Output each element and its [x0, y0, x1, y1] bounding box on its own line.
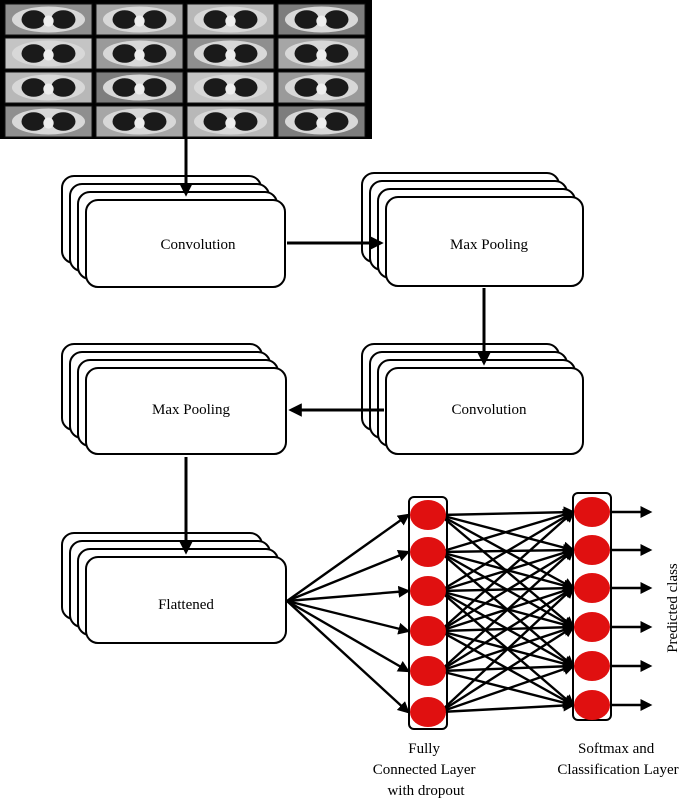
pool2-stack	[61, 343, 287, 455]
predicted-class-label: Predicted class	[665, 563, 681, 653]
ct-scan-tile	[95, 3, 184, 36]
fc-neurons	[410, 500, 446, 727]
softmax-neuron	[574, 651, 610, 681]
flatten-to-fc-edge	[286, 599, 411, 673]
softmax-neuron	[574, 612, 610, 642]
softmax-neuron	[574, 690, 610, 720]
ct-scan-tile	[4, 71, 93, 104]
fc-to-softmax-edge	[439, 625, 576, 714]
network-connections	[286, 513, 411, 714]
ct-scan-tile	[277, 105, 366, 138]
fc-neuron	[410, 656, 446, 686]
fc-to-softmax-edge	[439, 548, 576, 633]
flatten-to-fc-edge	[286, 599, 411, 635]
pool2-label: Max Pooling	[152, 402, 230, 418]
fc-to-softmax-edge	[439, 510, 576, 593]
ct-scan-tile	[186, 71, 275, 104]
softmax-neuron	[574, 573, 610, 603]
conv2-stack	[361, 343, 584, 455]
ct-scan-tile	[95, 105, 184, 138]
ct-scan-tile	[4, 3, 93, 36]
ct-scan-tile	[186, 105, 275, 138]
conv1-label: Convolution	[160, 237, 236, 253]
ct-scan-tile	[277, 71, 366, 104]
network-connections-overlay	[439, 506, 576, 714]
conv1-stack	[61, 175, 286, 288]
flatten-to-fc-edge	[286, 550, 411, 603]
conv2-label: Convolution	[451, 402, 527, 418]
fc-to-softmax-edge	[439, 586, 576, 673]
fc-to-softmax-edge	[439, 510, 575, 632]
ct-scan-tile	[186, 37, 275, 70]
flatten-to-fc-edge	[286, 600, 410, 714]
pool1-stack	[361, 172, 584, 287]
flatten-to-fc-edge	[286, 513, 410, 602]
ct-scan-tile	[4, 105, 93, 138]
fc-layer-label: Fully Connected Layer with dropout	[373, 741, 480, 799]
fc-to-softmax-edge	[439, 663, 576, 714]
fc-neuron	[410, 616, 446, 646]
fc-to-softmax-edge	[439, 586, 575, 713]
fc-neuron	[410, 697, 446, 727]
ct-scan-tile	[4, 37, 93, 70]
fc-to-softmax-edge	[439, 548, 575, 672]
softmax-neuron	[574, 497, 610, 527]
softmax-neurons	[574, 497, 610, 720]
fc-to-softmax-edge	[439, 509, 576, 554]
output-arrows	[610, 506, 653, 711]
flatten-to-fc-edge	[286, 585, 411, 603]
fc-neuron	[410, 537, 446, 567]
flatten-label: Flattened	[158, 597, 214, 613]
fc-neuron	[410, 500, 446, 530]
fc-to-softmax-edge	[439, 699, 576, 714]
pool1-label: Max Pooling	[450, 237, 528, 253]
ct-scan-grid-image	[0, 0, 372, 139]
softmax-layer-box	[572, 492, 612, 721]
ct-scan-tile	[95, 37, 184, 70]
fc-neuron	[410, 576, 446, 606]
softmax-neuron	[574, 535, 610, 565]
fc-layer-box	[408, 496, 448, 730]
softmax-layer-label: Softmax and Classification Layer	[557, 741, 678, 778]
ct-scan-tile	[277, 37, 366, 70]
flow-arrows	[179, 139, 491, 555]
ct-scan-tile	[95, 71, 184, 104]
ct-scan-tile	[277, 3, 366, 36]
flatten-stack	[61, 532, 287, 644]
ct-scan-tile	[186, 3, 275, 36]
fc-to-softmax-edge	[439, 506, 576, 519]
